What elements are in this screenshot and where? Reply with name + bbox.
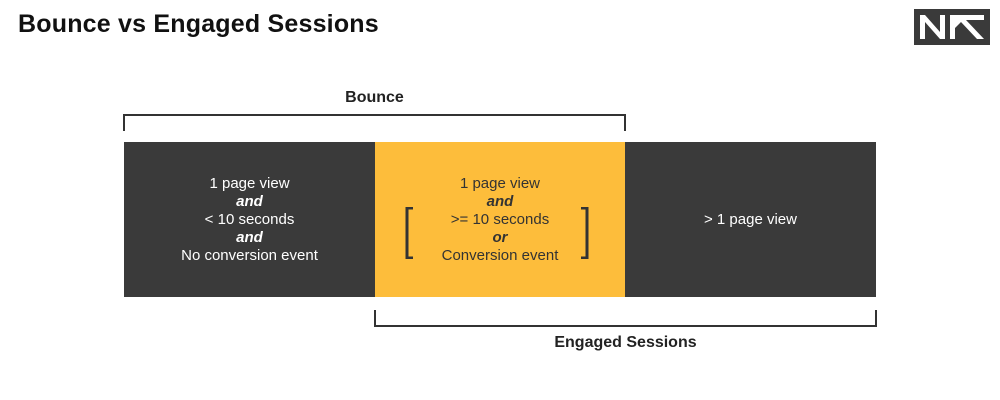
condition-one-page-view: 1 page view [459,174,541,192]
engaged-sessions-label: Engaged Sessions [554,334,697,351]
multi-page-block: > 1 page view [625,142,876,297]
condition-conversion-event: Conversion event [441,246,559,264]
condition-under-10-seconds: < 10 seconds [204,210,295,228]
and-connector: and [486,192,514,210]
right-square-bracket [581,207,589,259]
bounce-condition-block: 1 page view and < 10 seconds and No conv… [124,142,375,297]
engaged-sessions-bracket [374,310,877,327]
condition-more-than-one-page-view: > 1 page view [704,210,797,228]
and-connector: and [236,192,263,210]
left-square-bracket [405,207,413,259]
bounce-condition-text: 1 page view and < 10 seconds and No conv… [181,175,318,265]
bounce-label: Bounce [345,89,404,106]
engaged-condition-block: 1 page view and >= 10 seconds or Convers… [375,142,625,297]
or-connector: or [492,228,508,246]
condition-one-page-view: 1 page view [209,174,290,192]
condition-no-conversion: No conversion event [181,246,318,264]
bounce-bracket [123,114,626,131]
and-connector: and [236,228,263,246]
condition-10-seconds-or-more: >= 10 seconds [450,210,550,228]
engaged-condition-text: 1 page view and >= 10 seconds or Convers… [442,175,559,265]
page-title: Bounce vs Engaged Sessions [18,10,379,38]
nk-logo-icon [914,9,990,45]
